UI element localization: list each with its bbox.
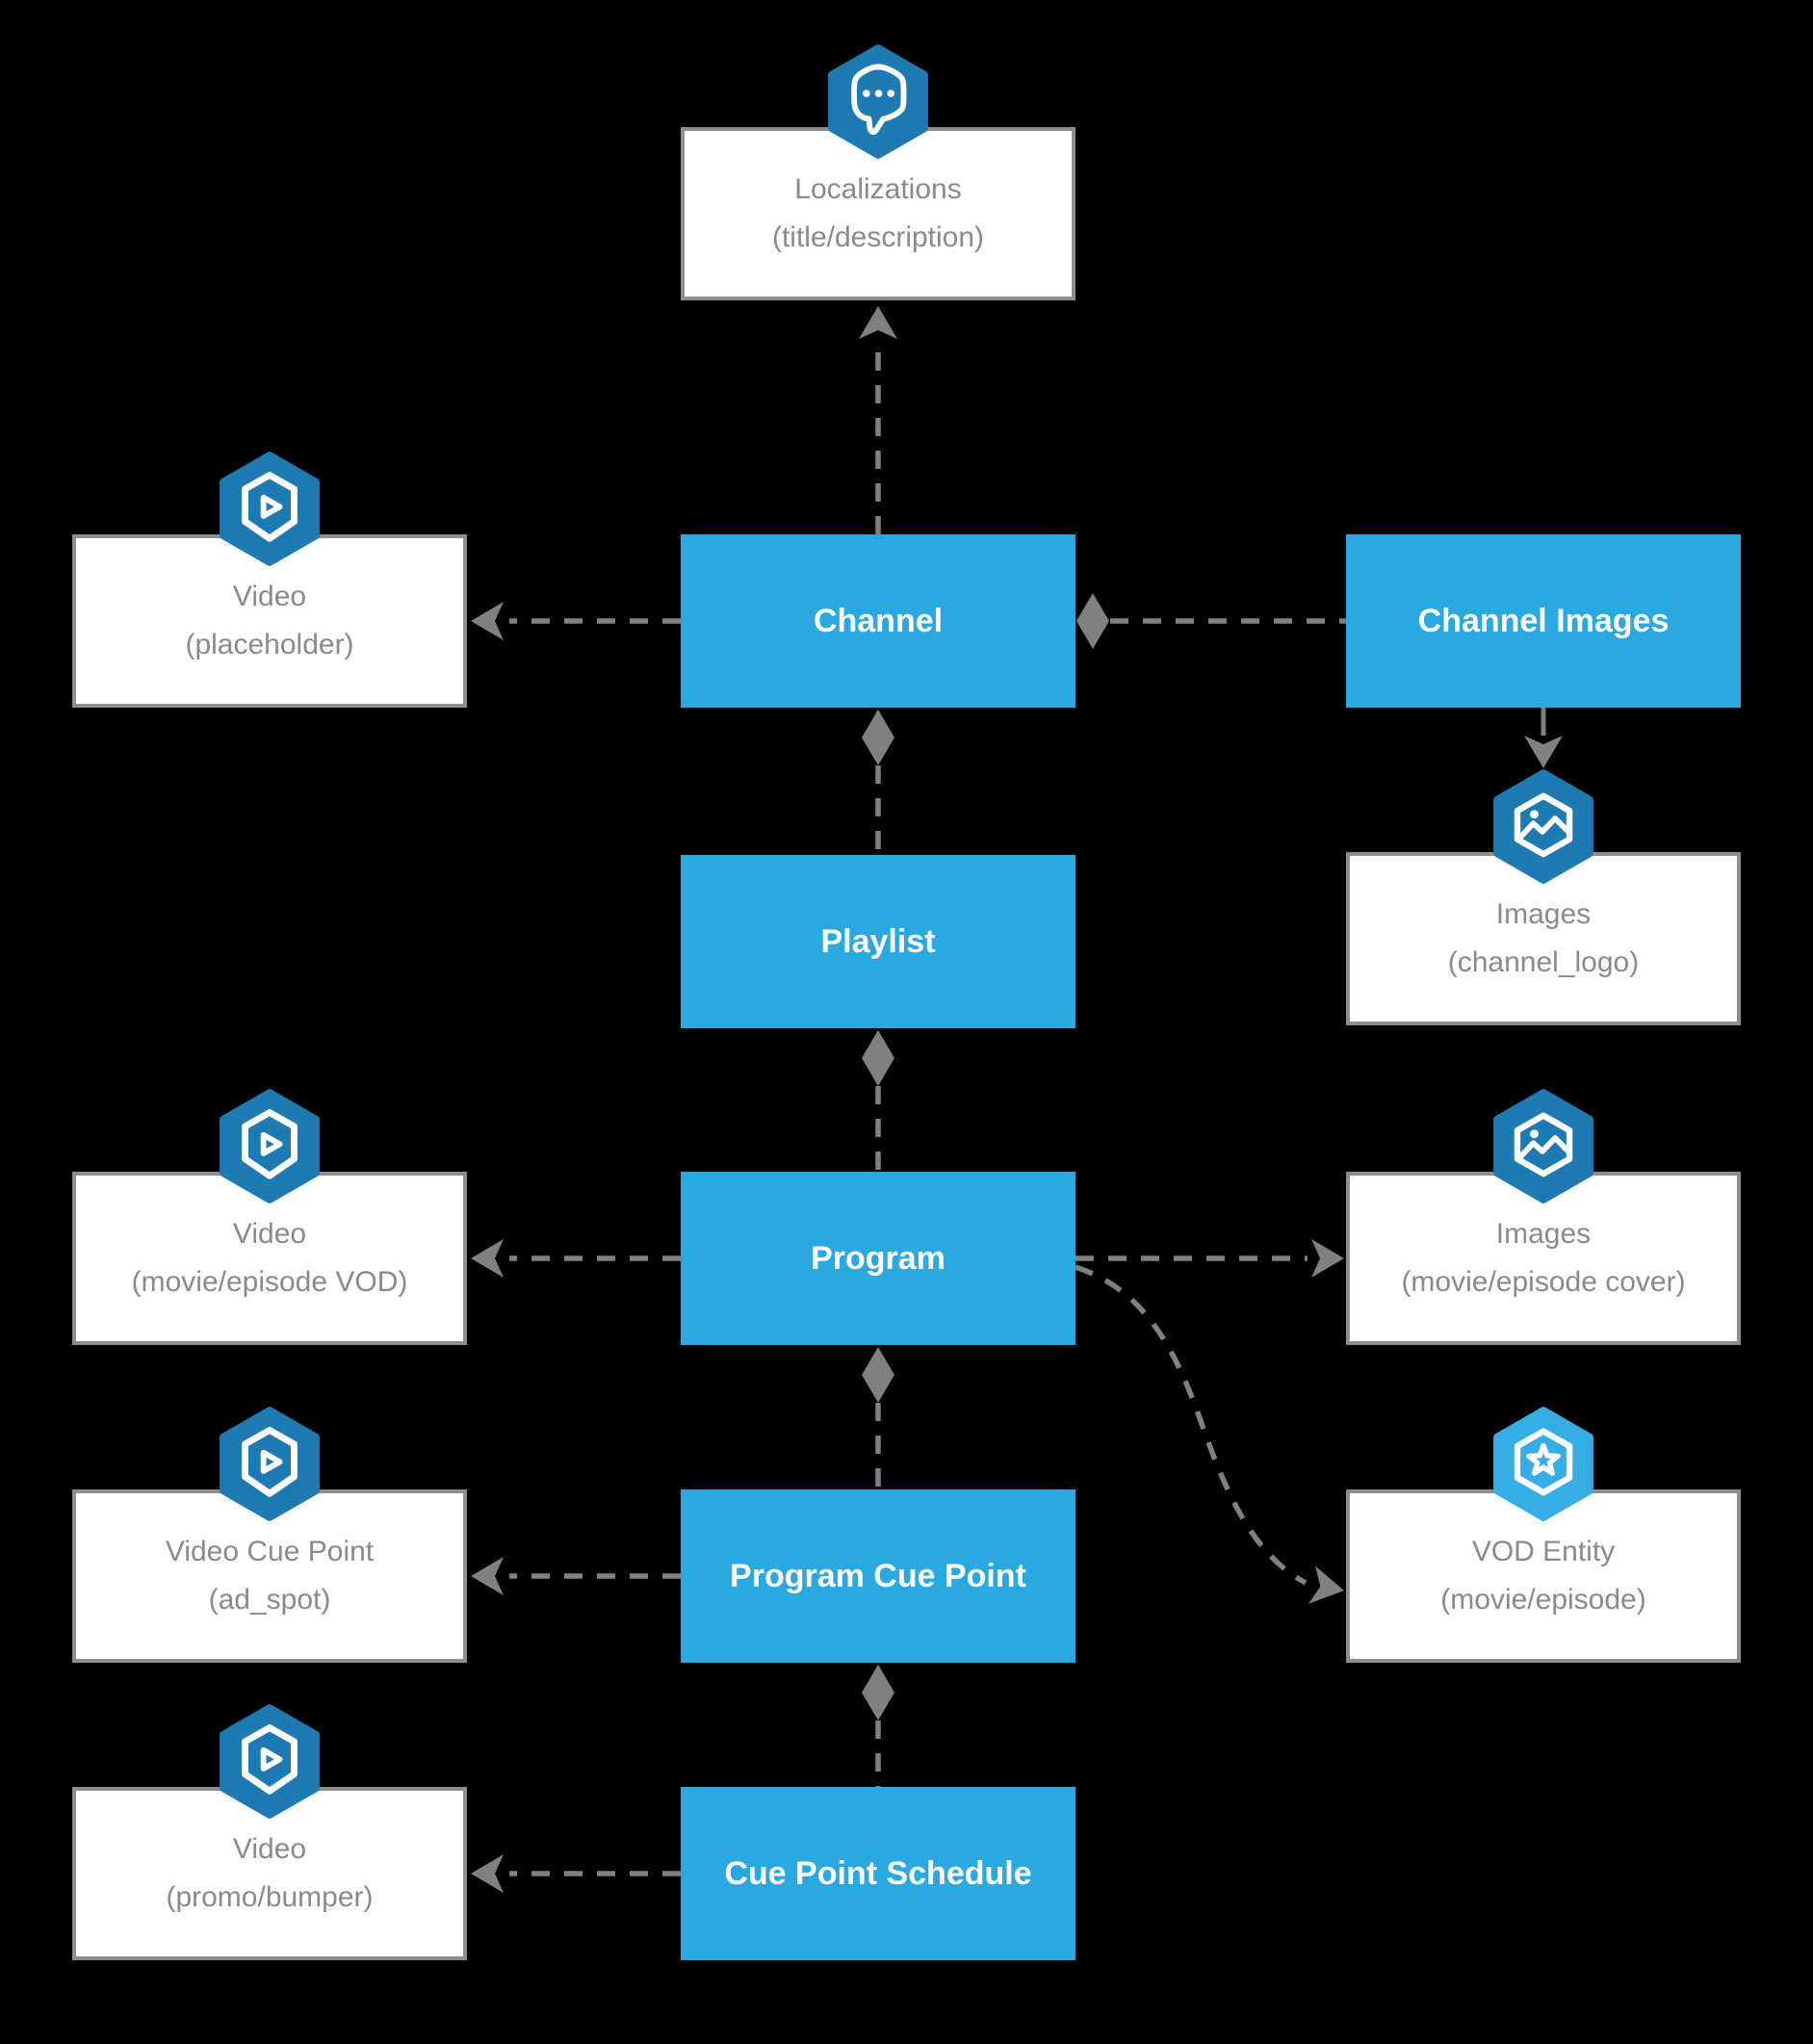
diamond-program-program-cue-point xyxy=(862,1347,894,1403)
arrowhead-right-vod-entity xyxy=(1308,1565,1344,1604)
star-icon xyxy=(1492,1407,1594,1521)
entity-images-movie-episode-cover: Images (movie/episode cover) xyxy=(1346,1089,1741,1345)
entity-localizations: Localizations (title/description) xyxy=(681,44,1075,300)
images-icon xyxy=(1492,769,1594,884)
entity-playlist: Playlist xyxy=(681,855,1075,1028)
node-label-line: Images xyxy=(1495,898,1592,930)
node-label-line: (title/description) xyxy=(771,221,985,253)
arrowhead-left-video-placeholder xyxy=(471,602,504,640)
node-label-line: Cue Point Schedule xyxy=(724,1854,1032,1892)
node-label: Program Cue Point xyxy=(730,1558,1026,1595)
node-label-line: (placeholder) xyxy=(185,629,354,660)
arrowhead-left-video-cue-point xyxy=(471,1557,504,1595)
node-label: Video (promo/bumper) xyxy=(166,1825,373,1922)
node-label-line: Localizations xyxy=(794,173,962,205)
video-icon xyxy=(219,452,321,566)
arrowhead-right-images-cover xyxy=(1311,1239,1344,1278)
node-label-line: Program Cue Point xyxy=(730,1557,1026,1594)
node-label-line: (movie/episode cover) xyxy=(1401,1266,1686,1298)
node-label: Images (movie/episode cover) xyxy=(1401,1210,1685,1307)
node-label-line: Channel Images xyxy=(1417,602,1670,639)
node-label: Channel Images xyxy=(1418,603,1670,640)
video-icon xyxy=(219,1407,321,1521)
node-label-line: Channel xyxy=(813,602,944,639)
node-label: Program xyxy=(811,1240,945,1278)
node-label-line: VOD Entity xyxy=(1471,1536,1616,1567)
entity-video-cue-point: Video Cue Point (ad_spot) xyxy=(72,1407,467,1663)
arrowhead-left-video-promo xyxy=(471,1854,504,1893)
node-label: Cue Point Schedule xyxy=(724,1855,1031,1893)
entity-video-promo-bumper: Video (promo/bumper) xyxy=(72,1704,467,1960)
entity-program-cue-point: Program Cue Point xyxy=(681,1489,1075,1663)
entity-video-movie-episode-vod: Video (movie/episode VOD) xyxy=(72,1089,467,1345)
node-label-line: (movie/episode VOD) xyxy=(131,1266,408,1298)
node-label: Video (movie/episode VOD) xyxy=(132,1210,408,1307)
node-label: Playlist xyxy=(820,923,935,961)
node-label-line: (movie/episode) xyxy=(1440,1584,1646,1616)
arrowhead-left-video-vod xyxy=(471,1239,504,1278)
node-label-line: Playlist xyxy=(820,922,936,960)
entity-vod-entity: VOD Entity (movie/episode) xyxy=(1346,1407,1741,1663)
video-icon xyxy=(219,1704,321,1819)
node-label: Channel xyxy=(814,603,943,640)
video-icon xyxy=(219,1089,321,1203)
node-label-line: (channel_logo) xyxy=(1447,946,1640,978)
entity-video-placeholder: Video (placeholder) xyxy=(72,452,467,708)
arrowhead-up-localizations xyxy=(859,306,897,339)
images-icon xyxy=(1492,1089,1594,1203)
entity-program: Program xyxy=(681,1172,1075,1345)
entity-channel-images: Channel Images xyxy=(1346,534,1741,708)
entity-channel: Channel xyxy=(681,534,1075,708)
node-label-line: (promo/bumper) xyxy=(166,1881,374,1913)
connector-program-to-vod-entity xyxy=(1075,1264,1308,1586)
node-label: Images (channel_logo) xyxy=(1448,891,1639,987)
diamond-channel-images xyxy=(1076,593,1109,649)
node-label-line: Video xyxy=(232,1833,307,1865)
diamond-pcp-cue-point-schedule xyxy=(862,1665,894,1721)
node-label-line: Images xyxy=(1495,1218,1592,1250)
node-label: Localizations (title/description) xyxy=(772,166,984,262)
arrowhead-down-images-logo xyxy=(1524,736,1563,768)
node-label-line: Video Cue Point xyxy=(165,1536,375,1567)
entity-cue-point-schedule: Cue Point Schedule xyxy=(681,1787,1075,1960)
chat-icon xyxy=(827,44,929,159)
entity-images-channel-logo: Images (channel_logo) xyxy=(1346,769,1741,1025)
node-label: Video (placeholder) xyxy=(185,573,353,669)
node-label-line: Video xyxy=(232,1218,307,1250)
node-label: Video Cue Point (ad_spot) xyxy=(166,1528,374,1624)
node-label: VOD Entity (movie/episode) xyxy=(1440,1528,1645,1624)
diamond-channel-playlist xyxy=(862,710,894,765)
diamond-playlist-program xyxy=(862,1030,894,1086)
node-label-line: (ad_spot) xyxy=(208,1584,331,1616)
node-label-line: Video xyxy=(232,581,307,612)
node-label-line: Program xyxy=(811,1239,945,1277)
